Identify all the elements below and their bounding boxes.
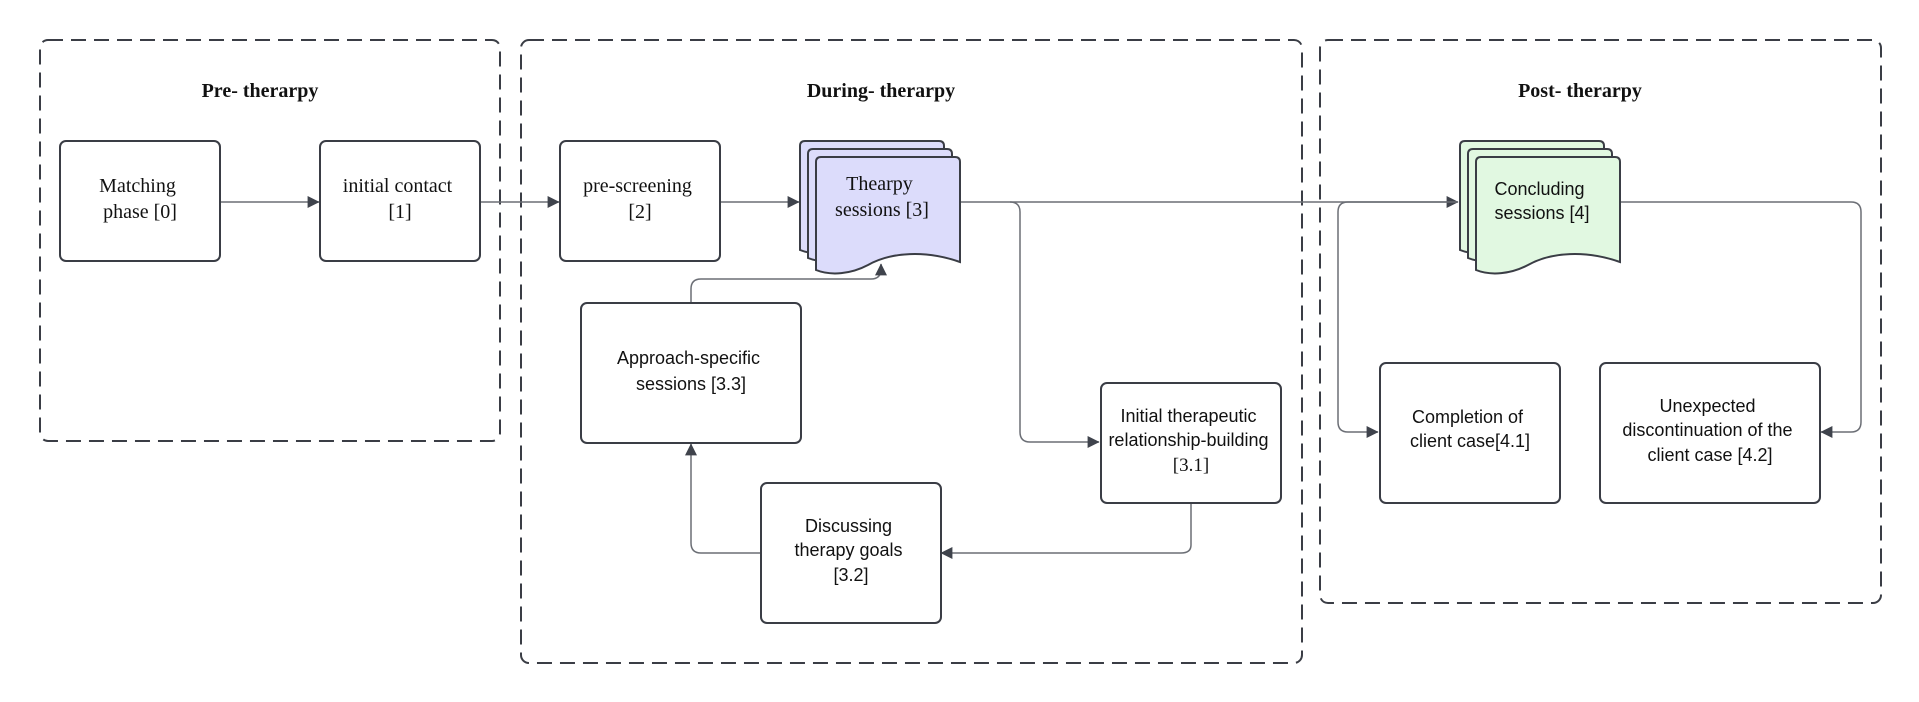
group-pre-therapy-title: Pre- therarpy: [202, 80, 319, 102]
node-concluding-sessions-label: Concluding sessions [4]: [1494, 179, 1589, 223]
group-post-therapy-title: Post- therarpy: [1518, 80, 1642, 102]
edge-concluding-sessions-to-discontinuation: [1621, 201, 1862, 438]
edge-therapy-goals-to-approach-specific: [685, 443, 761, 554]
node-completion-of-client-case-line1: Completion of: [1412, 407, 1524, 427]
node-concluding-sessions-sheet-front: [1475, 156, 1621, 275]
node-therapy-sessions-line2: sessions [3]: [835, 199, 929, 221]
node-pre-screening-line1: pre-screening: [583, 175, 692, 197]
node-relationship-building-label: Initial therapeutic relationship-buildin…: [1108, 406, 1273, 476]
node-unexpected-discontinuation-line1: Unexpected: [1659, 396, 1755, 416]
node-unexpected-discontinuation-line2: discontinuation of the: [1622, 420, 1792, 440]
node-therapy-sessions-line1: Thearpy: [846, 173, 913, 195]
node-completion-of-client-case-label: Completion of client case[4.1]: [1410, 407, 1530, 451]
node-matching-phase-line2: phase [0]: [103, 201, 177, 223]
node-matching-phase-label: Matching phase [0]: [99, 175, 181, 223]
node-therapy-sessions[interactable]: Thearpy sessions [3]: [799, 140, 961, 275]
node-pre-screening-label: pre-screening [2]: [583, 175, 697, 223]
node-approach-specific-sessions-label: Approach-specific sessions [3.3]: [617, 348, 765, 394]
node-relationship-building[interactable]: Initial therapeutic relationship-buildin…: [1100, 382, 1282, 504]
edge-relationship-building-to-therapy-goals: [940, 503, 1192, 559]
node-relationship-building-line1: Initial therapeutic: [1120, 406, 1256, 426]
node-relationship-building-line2: relationship-building: [1108, 430, 1268, 450]
node-completion-of-client-case-line2: client case[4.1]: [1410, 431, 1530, 451]
node-therapy-goals-line2: therapy goals: [794, 540, 902, 560]
edge-concluding-sessions-to-completion: [1337, 201, 1458, 438]
node-completion-of-client-case[interactable]: Completion of client case[4.1]: [1379, 362, 1561, 504]
node-initial-contact-line1: initial contact: [343, 175, 453, 197]
node-approach-specific-sessions[interactable]: Approach-specific sessions [3.3]: [580, 302, 802, 444]
group-post-therapy-frame: [1319, 39, 1882, 604]
node-unexpected-discontinuation-label: Unexpected discontinuation of the client…: [1622, 396, 1797, 465]
node-completion-of-client-case-box: [1379, 362, 1561, 504]
node-initial-contact-line2: [1]: [388, 201, 411, 223]
node-initial-contact[interactable]: initial contact [1]: [319, 140, 481, 262]
node-pre-screening-line2: [2]: [628, 201, 651, 223]
group-pre-therapy: Pre- therarpy: [39, 39, 501, 442]
node-unexpected-discontinuation[interactable]: Unexpected discontinuation of the client…: [1599, 362, 1821, 504]
node-concluding-sessions[interactable]: Concluding sessions [4]: [1459, 140, 1621, 275]
node-therapy-sessions-sheet-front: [815, 156, 961, 275]
node-therapy-goals[interactable]: Discussing therapy goals [3.2]: [760, 482, 942, 624]
group-post-therapy: Post- therarpy: [1319, 39, 1882, 604]
group-during-therapy-title: During- therarpy: [807, 80, 955, 102]
node-approach-specific-sessions-line1: Approach-specific: [617, 348, 760, 368]
edges: [220, 196, 1862, 559]
node-concluding-sessions-line1: Concluding: [1494, 179, 1584, 199]
node-relationship-building-line3: [3.1]: [1173, 455, 1209, 476]
node-approach-specific-sessions-line2: sessions [3.3]: [636, 374, 746, 394]
node-therapy-sessions-label: Thearpy sessions [3]: [835, 173, 929, 221]
node-therapy-goals-label: Discussing therapy goals [3.2]: [794, 516, 907, 585]
node-pre-screening[interactable]: pre-screening [2]: [559, 140, 721, 262]
node-therapy-goals-box: [760, 482, 942, 624]
node-therapy-goals-line1: Discussing: [805, 516, 892, 536]
node-approach-specific-sessions-box: [580, 302, 802, 444]
node-relationship-building-box: [1100, 382, 1282, 504]
edge-therapy-sessions-to-relationship-building: [1009, 201, 1100, 448]
node-therapy-goals-line3: [3.2]: [833, 565, 868, 585]
node-initial-contact-box: [319, 140, 481, 262]
node-matching-phase-line1: Matching: [99, 175, 176, 197]
group-during-therapy: During- therarpy: [520, 39, 1303, 664]
node-unexpected-discontinuation-line3: client case [4.2]: [1647, 445, 1772, 465]
node-unexpected-discontinuation-box: [1599, 362, 1821, 504]
group-during-therapy-frame: [520, 39, 1303, 664]
node-matching-phase[interactable]: Matching phase [0]: [59, 140, 221, 262]
node-pre-screening-box: [559, 140, 721, 262]
node-matching-phase-box: [59, 140, 221, 262]
node-concluding-sessions-line2: sessions [4]: [1494, 203, 1589, 223]
group-pre-therapy-frame: [39, 39, 501, 442]
node-initial-contact-label: initial contact [1]: [343, 175, 457, 223]
edge-approach-specific-to-therapy-sessions: [690, 263, 887, 302]
